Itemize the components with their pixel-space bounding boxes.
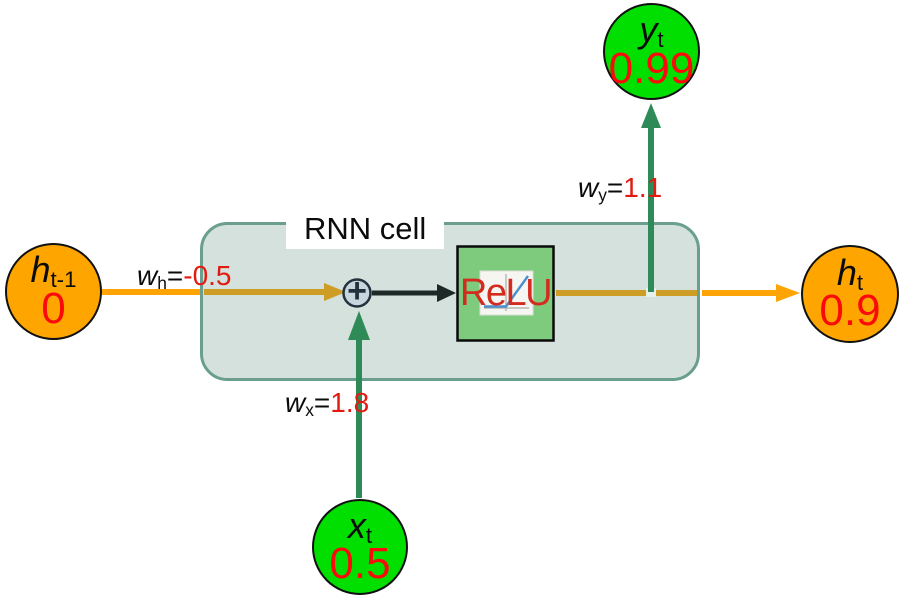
output-arrowhead-icon — [641, 103, 661, 128]
recurrent-out-arrow — [556, 284, 800, 302]
node-x-t: xt 0.5 — [312, 499, 408, 595]
rnn-cell-title: RNN cell — [286, 209, 445, 249]
sum-node-circle — [342, 278, 372, 308]
sum-to-relu-arrow — [372, 284, 456, 302]
node-h-prev-value: 0 — [41, 283, 66, 333]
node-y-t-label: yt — [639, 12, 663, 51]
plus-icon: + — [347, 271, 367, 310]
weight-wx-equals: = — [313, 387, 331, 418]
weight-wy-equals: = — [606, 172, 624, 203]
recurrent-in-arrow — [102, 283, 346, 301]
weight-wx-subscript: x — [305, 399, 314, 420]
output-arrow — [641, 103, 661, 292]
sum-to-relu-arrowhead-icon — [437, 284, 456, 302]
weight-wh-value: -0.5 — [183, 260, 232, 291]
node-y-t-subscript: t — [657, 27, 664, 53]
node-h-prev-symbol: h — [30, 249, 51, 291]
weight-wh-label: wh=-0.5 — [137, 260, 232, 292]
relu-label: ReLU — [459, 272, 553, 314]
input-arrowhead-icon — [348, 311, 370, 340]
node-h-t-value: 0.9 — [819, 286, 881, 335]
node-h-t-subscript: t — [856, 269, 864, 295]
node-y-t-value: 0.99 — [608, 43, 695, 93]
recurrent-out-arrowhead-icon — [776, 284, 800, 302]
node-x-t-symbol: x — [347, 504, 366, 546]
relu-plot-icon — [479, 270, 534, 316]
node-x-t-value: 0.5 — [329, 539, 391, 588]
node-x-t-label: xt — [348, 507, 372, 546]
node-y-t-symbol: y — [639, 9, 658, 51]
node-y-t: yt 0.99 — [603, 3, 700, 100]
weight-wx-value: 1.8 — [330, 387, 370, 418]
weight-wy-value: 1.1 — [623, 172, 663, 203]
node-h-prev: ht-1 0 — [5, 243, 102, 340]
weight-wy-symbol: w — [578, 172, 599, 203]
weight-wx-label: wx=1.8 — [285, 387, 369, 419]
node-h-prev-subscript: t-1 — [50, 267, 77, 293]
weight-wy-label: wy=1.1 — [578, 172, 662, 204]
weight-wh-symbol: w — [137, 260, 158, 291]
node-h-prev-label: ht-1 — [30, 252, 76, 291]
relu-box — [456, 245, 555, 342]
node-h-t-label: ht — [837, 254, 863, 293]
weight-wh-subscript: h — [157, 272, 167, 293]
weight-wh-equals: = — [166, 260, 184, 291]
node-h-t: ht 0.9 — [801, 245, 899, 343]
node-h-t-symbol: h — [836, 251, 857, 293]
arrow-junction — [646, 288, 656, 297]
node-x-t-subscript: t — [365, 522, 373, 548]
weight-wy-subscript: y — [598, 184, 607, 205]
input-arrow — [348, 311, 370, 498]
rnn-cell-box — [200, 222, 700, 381]
weight-wx-symbol: w — [285, 387, 306, 418]
recurrent-in-arrowhead-icon — [324, 283, 346, 301]
